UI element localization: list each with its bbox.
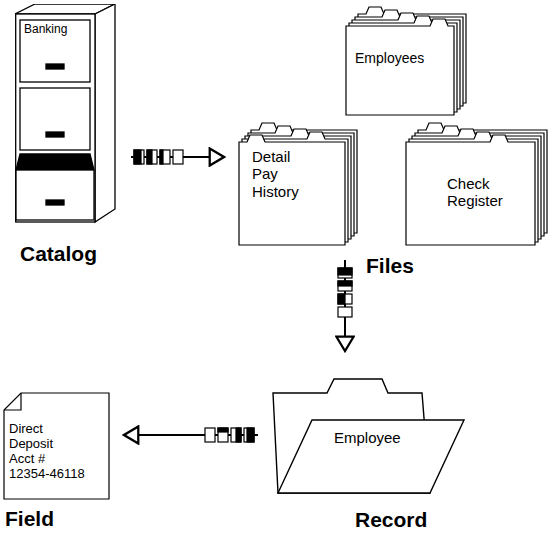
block-fill [236, 428, 241, 442]
text-word: Record [355, 508, 427, 531]
folder-drawing [273, 379, 464, 493]
node-text: Banking [24, 23, 90, 37]
block [338, 268, 352, 278]
block [244, 428, 254, 442]
document-fold [4, 393, 21, 410]
open-folder: EmployeeRecord [272, 365, 467, 533]
text-word: Pay [252, 165, 278, 182]
text-word: Field [5, 507, 54, 530]
node-text: Employee [334, 429, 444, 446]
folder-stack [406, 123, 547, 245]
cabinet-side [95, 4, 115, 222]
block [338, 281, 352, 291]
arrow-blocks-files [338, 268, 352, 317]
caption-text: Field [5, 507, 105, 531]
document-page: Direct Deposit Acct # 12354-46118Field [3, 392, 115, 532]
filing-cabinet-outline [15, 4, 117, 224]
filing-cabinet: BankingCatalog [15, 4, 117, 268]
block-fill [134, 150, 141, 164]
file-stack: Check Register [405, 120, 548, 246]
node-text: Detail Pay History [252, 148, 312, 200]
text-word: Register [447, 192, 503, 209]
block-fill [160, 150, 163, 164]
folder-stack [346, 7, 466, 115]
node-text: Employees [355, 50, 455, 66]
block [218, 428, 228, 442]
folder-card [406, 135, 535, 245]
folder-stack [239, 123, 357, 245]
text-word: 12354-46118 [9, 466, 85, 481]
text-word: Direct [9, 421, 43, 436]
text-word: Check [447, 175, 490, 192]
block [160, 150, 170, 164]
caption-text: Catalog [20, 242, 116, 266]
folder-card [346, 19, 454, 115]
text-word: Employee [334, 429, 401, 446]
text-word: Deposit [9, 436, 53, 451]
group-caption: Files [366, 254, 414, 278]
file-stack: Employees [345, 4, 467, 116]
block-fill [247, 428, 254, 442]
text-word: Banking [24, 22, 67, 36]
drawer [20, 20, 90, 82]
open-drawer-front [16, 170, 94, 220]
file-stack: Detail Pay History [238, 120, 358, 246]
node-text: Direct Deposit Acct # 12354-46118 [9, 422, 71, 482]
drawer-handle [46, 200, 64, 205]
document-drawing [4, 393, 109, 499]
folder-front [278, 420, 464, 493]
block [231, 428, 241, 442]
text-word: Acct [9, 451, 34, 466]
block [338, 307, 352, 317]
block [173, 150, 183, 164]
node-text: Check Register [447, 175, 515, 210]
block-fill [338, 281, 352, 286]
block-fill [147, 150, 152, 164]
text-word: # [38, 451, 45, 466]
text-word: Detail [252, 148, 290, 165]
block [205, 428, 215, 442]
cabinet-front [16, 14, 95, 222]
arrow-blocks-record [205, 428, 254, 442]
block [147, 150, 157, 164]
cabinet-drawing [15, 4, 115, 222]
block-fill [338, 268, 352, 275]
block [338, 294, 352, 304]
block [134, 150, 144, 164]
drawer-handle [46, 132, 64, 137]
folder-card [239, 135, 345, 245]
block-fill [338, 294, 345, 304]
block-fill [218, 428, 228, 432]
text-word: History [252, 183, 299, 200]
text-word: Employees [355, 50, 424, 66]
drawer-handle [46, 64, 64, 69]
drawer [20, 88, 90, 150]
arrow-blocks-catalog [134, 150, 183, 164]
open-drawer-inside [16, 154, 94, 170]
caption-text: Record [355, 508, 465, 532]
text-word: Catalog [20, 242, 97, 265]
document-outline [4, 393, 109, 499]
